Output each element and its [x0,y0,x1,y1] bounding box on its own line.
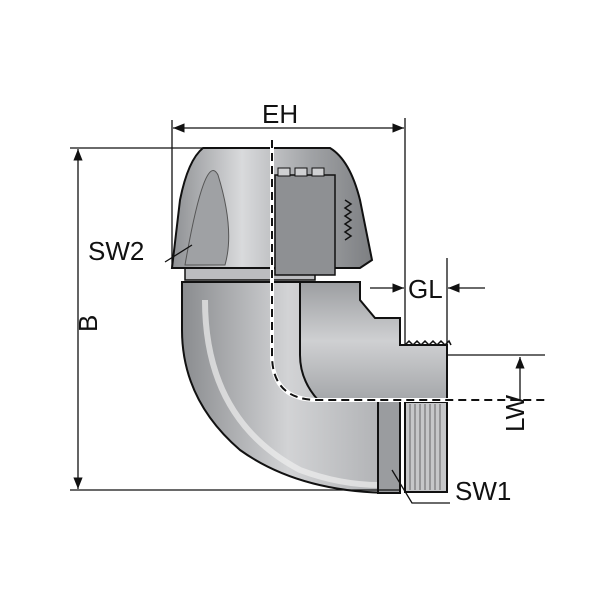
centerline-dashes [271,140,545,401]
male-thread [404,401,448,493]
cap-thread [343,199,353,241]
sw1-leader [391,469,450,504]
lw-label: LW [500,394,530,432]
hex-nut-sw1 [377,399,401,494]
cap-facet [184,170,230,266]
sw2-leader [164,244,193,263]
eh-label: EH [262,99,298,129]
gl-label: GL [408,274,443,304]
cap-cutaway [274,174,336,276]
thread-top [404,339,452,347]
sw1-label: SW1 [455,476,511,506]
b-label: B [73,315,103,332]
sw2-label: SW2 [88,236,144,266]
thread-lines [409,404,441,490]
elbow-inner-highlight [202,299,381,488]
outlet-pipe [299,281,448,401]
cap-teeth [277,167,325,177]
